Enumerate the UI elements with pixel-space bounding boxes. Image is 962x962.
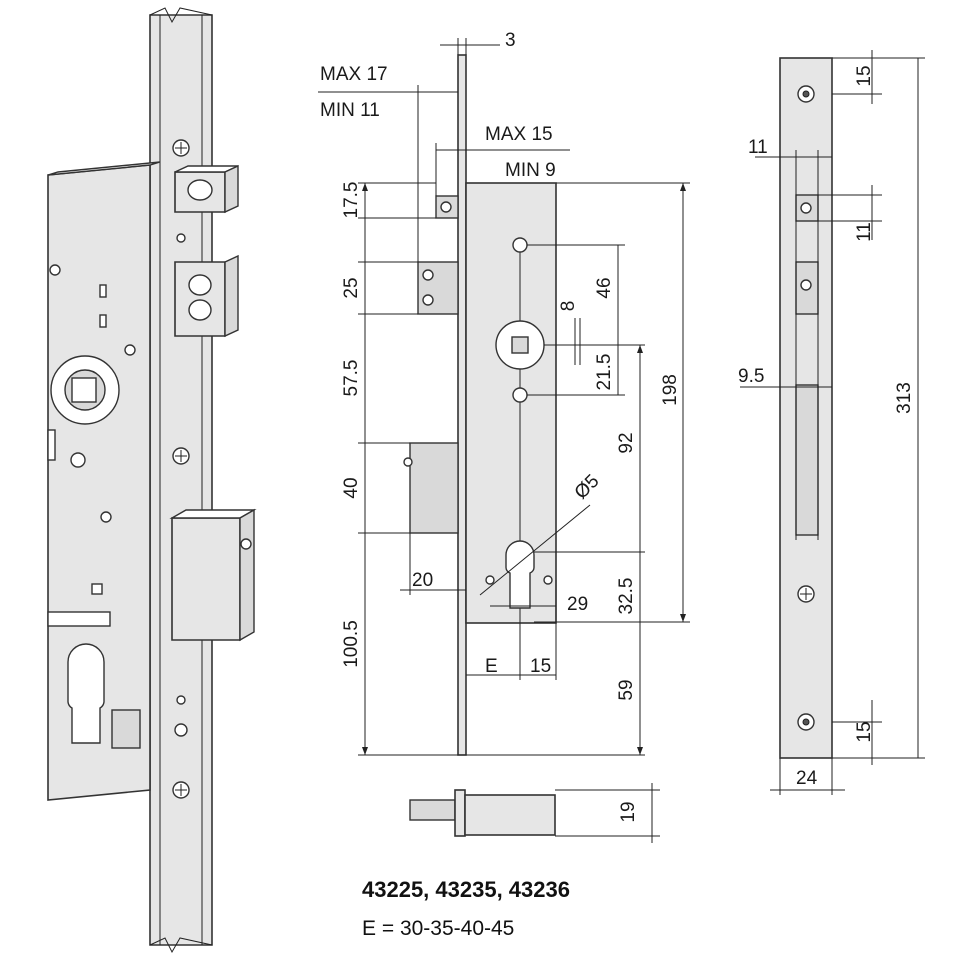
- break-mark-bottom: [149, 937, 213, 954]
- deadbolt-end-view: [409, 789, 556, 837]
- upper-roller-bolt: [174, 164, 239, 214]
- model-numbers: 43225, 43235, 43236: [362, 877, 570, 902]
- dim-cylinder-to-case-bottom: 32.5: [616, 578, 637, 615]
- dimension-arrowheads: [362, 183, 686, 755]
- dim-cylinder-width: 29: [567, 594, 588, 615]
- dim-latch-max: MAX 17: [320, 64, 388, 85]
- dim-strike-roller-slot: 9.5: [738, 366, 764, 387]
- dim-roller-to-top: 17.5: [341, 182, 362, 219]
- faceplate-screws: [172, 139, 190, 799]
- dim-strike-slot-width: 11: [748, 137, 768, 158]
- dim-faceplate-thickness: 3: [505, 30, 516, 51]
- dim-deadbolt-height: 40: [341, 477, 362, 498]
- dim-case-height: 198: [660, 374, 681, 406]
- dim-roller-max: MAX 15: [485, 124, 553, 145]
- dim-cylinder-to-bottom: 59: [616, 679, 637, 700]
- dim-strike-screw-bottom: 15: [854, 721, 875, 742]
- dim-follower-to-hole: 21.5: [594, 354, 615, 391]
- dim-hole-diameter: Ø5: [571, 471, 604, 504]
- strike-dimension-labels: 15 11 11 9.5 313 15 24: [738, 65, 915, 789]
- lock-perspective-view: [47, 7, 257, 954]
- dim-strike-slot-height: 11: [854, 222, 875, 242]
- strike-plate-view: 15 11 11 9.5 313 15 24: [738, 50, 925, 795]
- dim-roller-min: MIN 9: [505, 160, 556, 181]
- cylinder-cutout: [67, 643, 105, 744]
- faceplate-profile: [457, 54, 467, 756]
- dim-cylinder-offset: 15: [530, 656, 551, 677]
- strike-dimension-lines: [740, 50, 925, 795]
- deadbolt: [169, 508, 257, 642]
- latch-bolt-pair: [174, 254, 239, 338]
- dim-strike-screw-top: 15: [854, 65, 875, 86]
- dimension-lines: [318, 38, 690, 843]
- dim-deadbolt-to-bottom: 100.5: [341, 620, 362, 668]
- dim-top-hole-to-follower: 46: [594, 277, 615, 298]
- dim-latch-to-deadbolt: 57.5: [341, 360, 362, 397]
- dim-strike-width: 24: [796, 768, 818, 789]
- dim-follower-to-cylinder: 92: [616, 432, 637, 453]
- dim-backset: E: [485, 656, 498, 677]
- dim-upper-latch: 25: [341, 277, 362, 298]
- dim-follower-square: 8: [558, 301, 579, 312]
- cylinder-profile: [505, 540, 535, 609]
- dim-deadbolt-offset: 20: [412, 570, 433, 591]
- break-mark-top: [149, 7, 213, 24]
- dim-deadbolt-thickness: 19: [618, 801, 639, 822]
- dim-latch-min: MIN 11: [320, 100, 380, 121]
- dim-strike-length: 313: [894, 382, 915, 414]
- backset-values: E = 30-35-40-45: [362, 917, 514, 940]
- lock-dimension-view: 3 MAX 17 MIN 11 MAX 15 MIN 9 17.5 25 57.…: [318, 30, 690, 843]
